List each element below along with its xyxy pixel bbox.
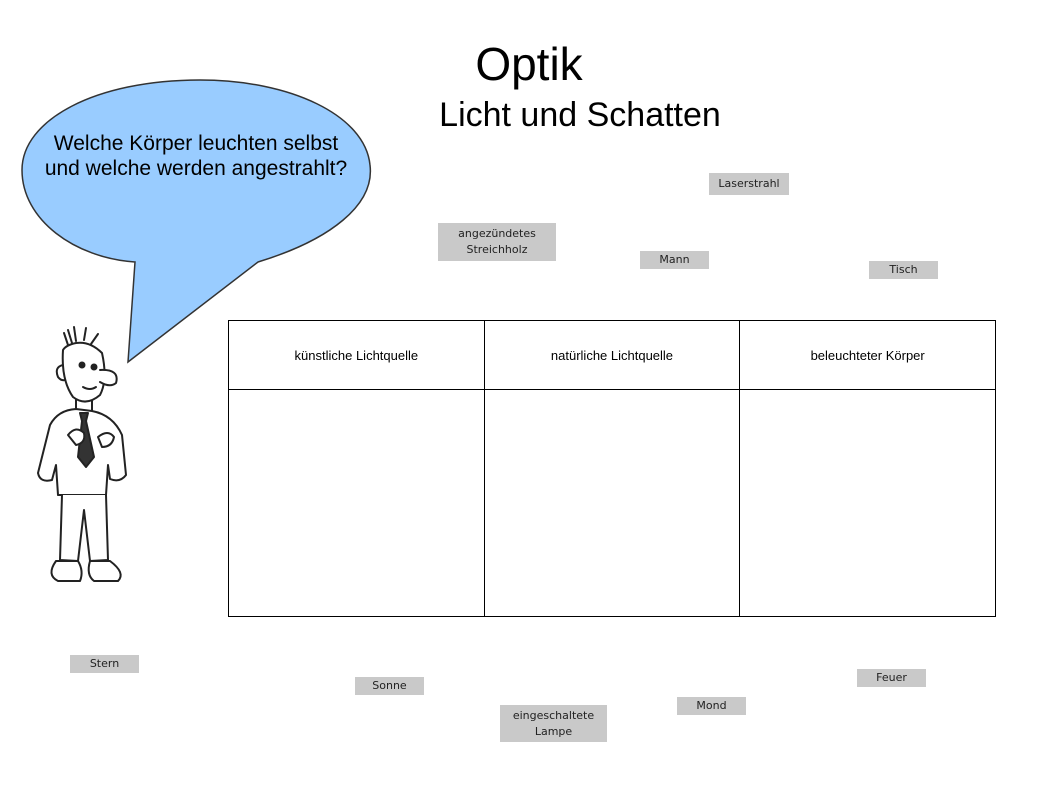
speech-bubble-text: Welche Körper leuchten selbst und welche… (44, 132, 348, 180)
card-sonne[interactable]: Sonne (355, 677, 424, 695)
card-mond[interactable]: Mond (677, 697, 746, 715)
page-title: Optik (475, 38, 583, 90)
column-header-natuerliche-lichtquelle: natürliche Lichtquelle (483, 320, 741, 390)
speech-bubble (21, 79, 372, 364)
speech-bubble-shape (21, 79, 372, 364)
table-drop-row (228, 389, 996, 617)
classification-table: künstliche Lichtquelle natürliche Lichtq… (228, 320, 996, 617)
card-feuer[interactable]: Feuer (857, 669, 926, 687)
column-header-beleuchteter-koerper: beleuchteter Körper (739, 320, 996, 390)
card-mann[interactable]: Mann (640, 251, 709, 269)
card-eingeschaltete-lampe[interactable]: eingeschaltete Lampe (500, 705, 607, 742)
table-header-row: künstliche Lichtquelle natürliche Lichtq… (228, 320, 996, 390)
column-header-kuenstliche-lichtquelle: künstliche Lichtquelle (228, 320, 485, 390)
drop-zone-beleuchteter-koerper[interactable] (739, 389, 996, 617)
card-tisch[interactable]: Tisch (869, 261, 938, 279)
card-laserstrahl[interactable]: Laserstrahl (709, 173, 789, 195)
cartoon-man-illustration (37, 326, 127, 582)
page-subtitle: Licht und Schatten (439, 96, 721, 134)
drop-zone-kuenstliche-lichtquelle[interactable] (228, 389, 485, 617)
drop-zone-natuerliche-lichtquelle[interactable] (483, 389, 741, 617)
card-stern[interactable]: Stern (70, 655, 139, 673)
card-angezuendetes-streichholz[interactable]: angezündetes Streichholz (438, 223, 556, 261)
